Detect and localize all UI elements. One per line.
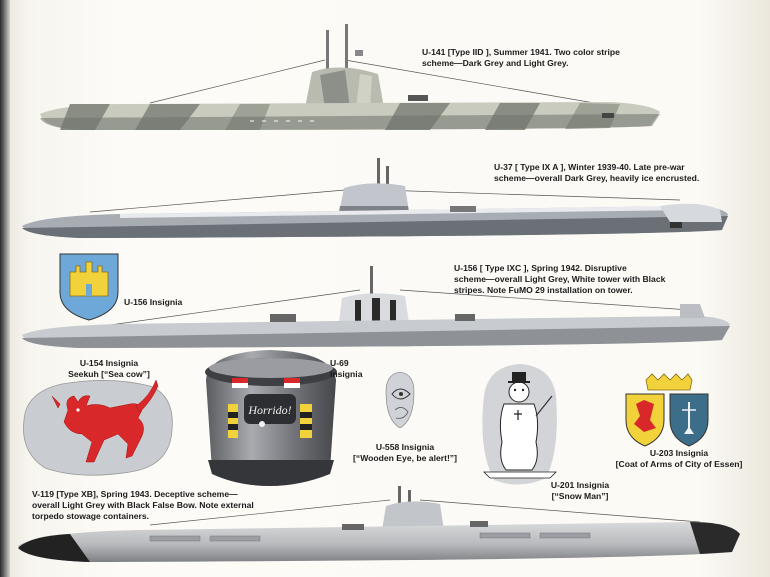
caption-u203-line2: [Coat of Arms of City of Essen]: [615, 459, 743, 469]
caption-v119-line1: V-119 [Type XB], Spring 1943. Deceptive …: [32, 489, 238, 499]
caption-u203: U-203 Insignia [Coat of Arms of City of …: [604, 448, 754, 470]
caption-u156-insignia: U-156 Insignia: [124, 297, 183, 307]
caption-v119: V-119 [Type XB], Spring 1943. Deceptive …: [32, 489, 254, 522]
submarine-u156: [22, 266, 730, 348]
book-binding: [0, 0, 10, 577]
caption-u156: U-156 [ Type IXC ], Spring 1942. Disrupt…: [454, 263, 665, 296]
u558-wooden-eye-insignia: [385, 371, 415, 429]
caption-u154: U-154 Insignia Seekuh [“Sea cow”]: [54, 358, 164, 380]
caption-u141-line2: scheme—Dark Grey and Light Grey.: [422, 58, 569, 68]
tower-inscription: Horrido!: [247, 403, 291, 417]
caption-u141-line1: U-141 [Type IID ], Summer 1941. Two colo…: [422, 47, 620, 57]
caption-u69-line2: Insignia: [330, 369, 363, 379]
u203-essen-arms-insignia: [625, 373, 709, 447]
caption-u37-line2: scheme—overall Dark Grey, heavily ice en…: [494, 173, 700, 183]
caption-u37: U-37 [ Type IX A ], Winter 1939-40. Late…: [494, 162, 699, 184]
caption-u69-line1: U-69: [330, 358, 349, 368]
caption-u201: U-201 Insignia [“Snow Man”]: [540, 480, 620, 502]
caption-u203-line1: U-203 Insignia: [649, 448, 709, 458]
caption-u154-line1: U-154 Insignia: [79, 358, 139, 368]
caption-u201-line1: U-201 Insignia: [550, 480, 610, 490]
caption-u156-line3: stripes. Note FuMO 29 installation on to…: [454, 285, 633, 295]
submarine-u37: [22, 158, 728, 238]
caption-v119-line2: overall Light Grey with Black False Bow.…: [32, 500, 254, 510]
caption-u558-line1: U-558 Insignia: [375, 442, 435, 452]
caption-u201-line2: [“Snow Man”]: [551, 491, 609, 501]
caption-u558: U-558 Insignia [“Wooden Eye, be alert!”]: [346, 442, 464, 464]
caption-u37-line1: U-37 [ Type IX A ], Winter 1939-40. Late…: [494, 162, 685, 172]
caption-u154-line2: Seekuh [“Sea cow”]: [68, 369, 150, 379]
submarine-v119: [18, 486, 740, 562]
caption-u156-line2: scheme—overall Light Grey, White tower w…: [454, 274, 666, 284]
caption-v119-line3: torpedo stowage containers.: [32, 511, 149, 521]
caption-u141: U-141 [Type IID ], Summer 1941. Two colo…: [422, 47, 620, 69]
u201-snowman-insignia: [482, 364, 557, 485]
u69-conning-tower: Horrido!: [205, 350, 337, 486]
submarine-u141: [40, 24, 660, 130]
caption-u156-line1: U-156 [ Type IXC ], Spring 1942. Disrupt…: [454, 263, 627, 273]
u154-seacow-insignia: [23, 379, 173, 476]
caption-u558-line2: [“Wooden Eye, be alert!”]: [353, 453, 457, 463]
caption-u69: U-69 Insignia: [330, 358, 362, 380]
u156-shield-insignia: [59, 253, 119, 321]
